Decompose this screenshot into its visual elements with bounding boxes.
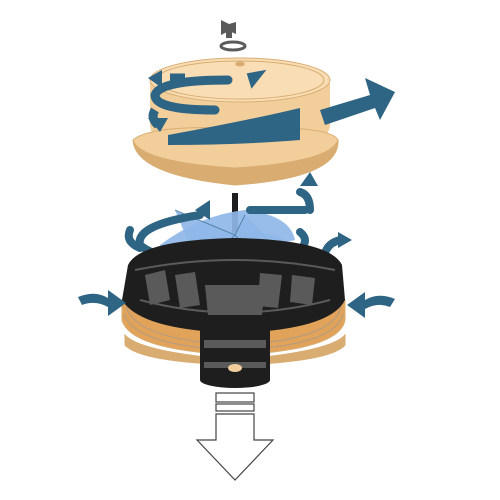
flow-arrow-swirl-cover xyxy=(148,69,267,132)
flow-arrow-outlet-down xyxy=(195,413,275,481)
outlet-pipe xyxy=(215,392,255,412)
flow-arrow-inlet-left xyxy=(78,290,126,316)
flow-arrow-exhaust-right xyxy=(168,78,395,145)
flow-arrow-inlet-right xyxy=(347,292,395,318)
fan-base xyxy=(121,238,346,366)
washer xyxy=(219,40,247,52)
wing-nut xyxy=(221,20,236,38)
outlet-collar xyxy=(200,330,270,388)
